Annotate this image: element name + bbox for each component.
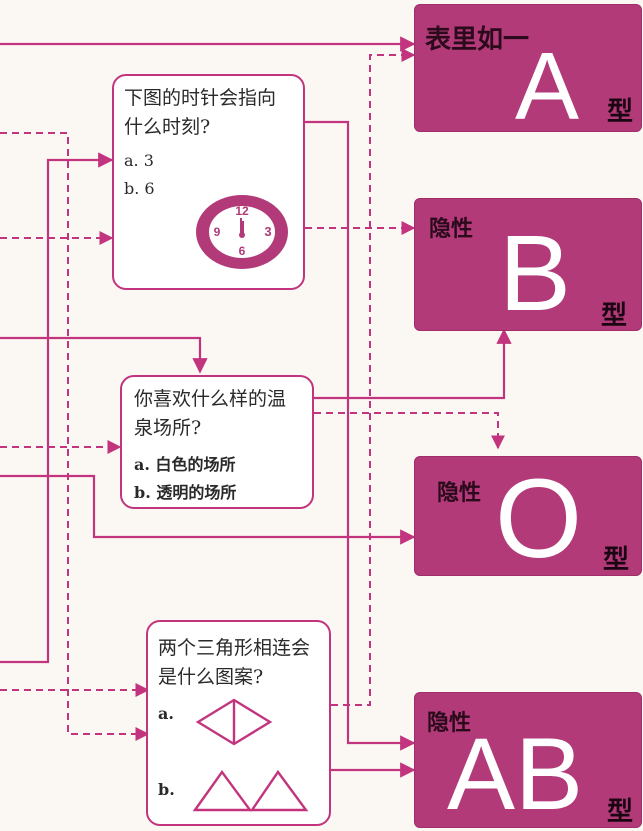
result-type-a-card: 表里如一 A 型 [414,4,642,140]
dash-tri-to-a [331,48,416,706]
dash-vert-to-tri [0,132,150,741]
question-triangles-box: 两个三角形相连会 是什么图案? a. b. [146,620,331,826]
line-to-clock [0,152,114,664]
result-type-a-label: 表里如一 [425,25,530,55]
question-triangles-line2: 是什么图案? [158,666,264,688]
line-to-o [0,474,416,545]
question-triangles-line1: 两个三角形相连会 [158,637,311,659]
question-spa-option-a: a. 白色的场所 [134,455,236,474]
result-type-a-letter: A [515,33,580,140]
clock-icon: 12 3 6 9 [196,195,288,269]
diamond-triangles-icon [195,698,273,746]
question-triangles-option-a: a. [158,704,174,723]
question-spa-box: 你喜欢什么样的温 泉场所? a. 白色的场所 b. 透明的场所 [120,375,314,509]
question-clock-line2: 什么时刻? [124,116,211,138]
question-clock-line1: 下图的时针会指向 [124,87,277,109]
line-to-spa [0,336,208,374]
question-triangles-option-b: b. [158,780,175,799]
question-spa-option-b: b. 透明的场所 [134,483,237,502]
result-type-o-card: 隐性 O 型 [414,456,642,576]
question-spa-line1: 你喜欢什么样的温 [134,388,287,410]
result-type-b-label: 隐性 [429,216,474,242]
clock-number-3: 3 [264,224,271,239]
result-type-ab-label: 隐性 [427,710,472,736]
result-type-o-suffix: 型 [603,545,630,575]
result-type-ab-suffix: 型 [607,797,634,827]
result-type-ab-letter: AB [447,717,584,831]
line-clock-to-ab [305,120,416,751]
side-by-side-triangles-icon [192,769,309,812]
result-type-o-letter: O [495,456,583,581]
question-clock-option-b: b. 6 [124,179,155,198]
result-type-ab-card: 隐性 AB 型 [414,692,642,828]
result-type-o-label: 隐性 [437,480,482,506]
question-clock-option-a: a. 3 [124,151,154,170]
question-spa-line2: 泉场所? [134,417,202,439]
clock-number-6: 6 [239,244,246,258]
result-type-b-card: 隐性 B 型 [414,198,642,331]
clock-number-9: 9 [214,225,221,239]
result-type-a-suffix: 型 [607,97,634,127]
dash-spa-to-o [314,412,505,450]
result-type-b-suffix: 型 [601,301,628,331]
result-type-b-letter: B [499,212,572,333]
clock-number-12: 12 [235,204,249,218]
question-clock-box: 下图的时针会指向 什么时刻? a. 3 b. 6 12 3 6 9 [112,74,305,290]
line-spa-to-b [314,328,512,400]
